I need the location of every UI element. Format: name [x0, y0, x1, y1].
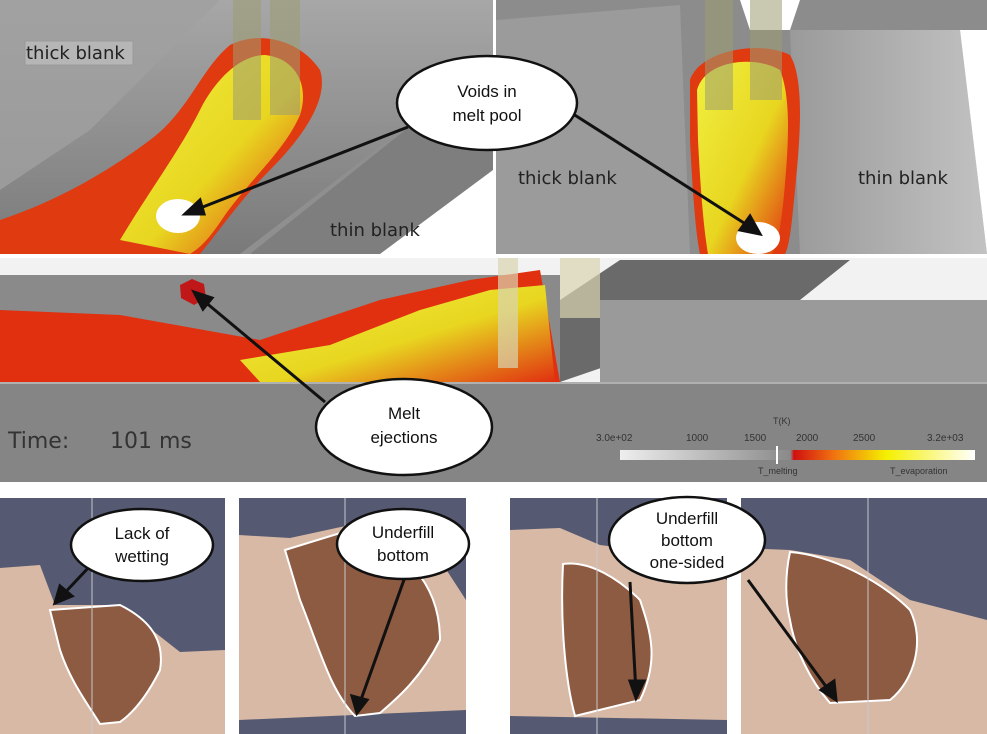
callout-wetting-line1: Lack of	[115, 524, 170, 543]
legend-tick-4: 2500	[853, 433, 876, 444]
callout-wetting: Lack of wetting	[69, 507, 215, 583]
legend-colorbar	[620, 450, 975, 460]
callout-voids-line1: Voids in	[457, 82, 517, 101]
label-thin-blank-right: thin blank	[858, 168, 948, 189]
callout-ejections-line2: ejections	[370, 428, 437, 447]
cross-section-4	[741, 498, 987, 734]
callout-one-sided-line2: bottom	[661, 531, 713, 550]
legend-tick-2: 1500	[744, 433, 767, 444]
legend-title: T(K)	[773, 416, 791, 426]
top-right-panel: thick blank thin blank	[496, 0, 987, 254]
time-value: 101 ms	[110, 429, 192, 454]
legend-tick-5: 3.2e+03	[927, 433, 964, 444]
label-thin-blank-left: thin blank	[330, 220, 420, 241]
label-thick-blank-right: thick blank	[518, 168, 617, 189]
callout-one-sided-line1: Underfill	[656, 509, 718, 528]
callout-wetting-line2: wetting	[114, 547, 169, 566]
middle-panel: Time: 101 ms T(K) 3.0e+02 1000 1500 2000…	[0, 258, 987, 482]
callout-voids-line2: melt pool	[453, 106, 522, 125]
legend-sub-right: T_evaporation	[890, 466, 948, 476]
callout-underfill-line2: bottom	[377, 546, 429, 565]
arrows	[52, 110, 838, 717]
callout-underfill: Underfill bottom	[335, 507, 471, 581]
time-label: Time:	[7, 429, 69, 454]
callout-ejections: Melt ejections	[314, 377, 494, 477]
top-left-panel: thick blank thin blank	[0, 0, 493, 254]
legend-tick-1: 1000	[686, 433, 709, 444]
callout-underfill-line1: Underfill	[372, 523, 434, 542]
callout-voids: Voids in melt pool	[395, 54, 579, 152]
callout-underfill-one-sided: Underfill bottom one-sided	[607, 495, 767, 585]
legend-sub-left: T_melting	[758, 466, 798, 476]
label-thick-blank-left: thick blank	[26, 43, 125, 64]
callout-one-sided-line3: one-sided	[650, 553, 725, 572]
temperature-legend: T(K) 3.0e+02 1000 1500 2000 2500 3.2e+03…	[596, 416, 975, 476]
legend-tick-0: 3.0e+02	[596, 433, 633, 444]
callout-ejections-line1: Melt	[388, 404, 420, 423]
legend-tick-3: 2000	[796, 433, 819, 444]
